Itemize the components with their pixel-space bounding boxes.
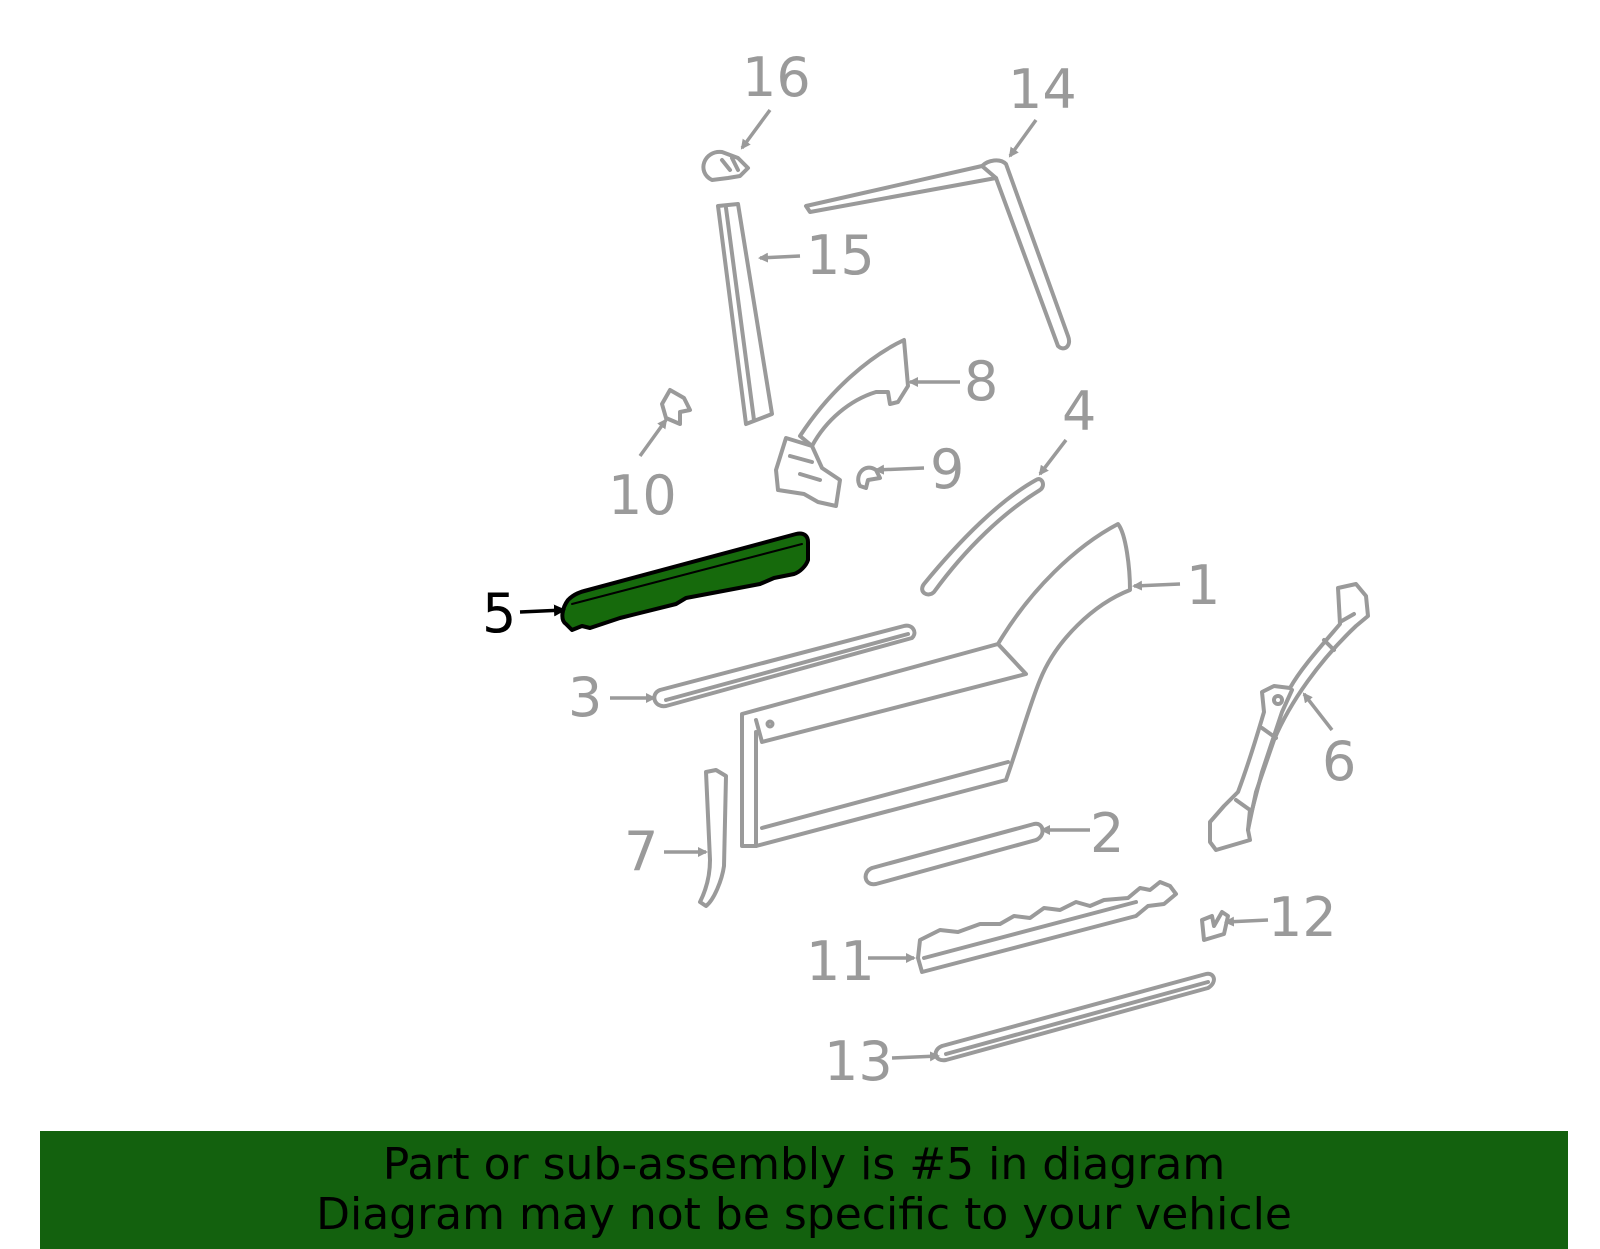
leader-12 [1224, 916, 1269, 927]
leader-6 [1302, 692, 1334, 732]
part-11-lower-trim[interactable] [916, 880, 1178, 974]
part-15-pillar-molding[interactable] [716, 202, 774, 426]
callout-7[interactable]: 7 [624, 820, 658, 883]
callout-5[interactable]: 5 [482, 582, 516, 645]
part-7-pillar-strip[interactable] [698, 768, 728, 908]
leader-4 [1038, 438, 1068, 476]
part-12-clip[interactable] [1200, 910, 1230, 942]
leader-15 [758, 252, 801, 263]
part-4-arch-molding[interactable] [920, 477, 1045, 597]
callout-15[interactable]: 15 [806, 224, 875, 287]
part-6-inner-panel[interactable] [1208, 582, 1370, 852]
callout-4[interactable]: 4 [1062, 380, 1096, 443]
banner-line-disclaimer: Diagram may not be specific to your vehi… [316, 1189, 1292, 1240]
leader-14 [1008, 118, 1038, 158]
part-8-arch-liner[interactable] [774, 338, 910, 508]
leader-9 [874, 464, 925, 475]
callout-6[interactable]: 6 [1322, 730, 1356, 793]
part-2-lower-molding[interactable] [863, 821, 1045, 887]
callout-1[interactable]: 1 [1186, 554, 1220, 617]
info-banner: Part or sub-assembly is #5 in diagram Di… [40, 1131, 1568, 1249]
part-1-quarter-panel[interactable] [740, 522, 1132, 848]
parts-diagram: 16 14 15 8 10 9 4 1 5 3 6 7 2 11 12 13 [482, 46, 1370, 1093]
part-16-clip[interactable] [701, 149, 750, 182]
callout-8[interactable]: 8 [964, 350, 998, 413]
callout-12[interactable]: 12 [1268, 886, 1337, 949]
part-14-frame-molding[interactable] [804, 158, 1071, 351]
callout-labels: 16 14 15 8 10 9 4 1 5 3 6 7 2 11 12 13 [482, 46, 1356, 1093]
callout-9[interactable]: 9 [930, 438, 964, 501]
banner-line-part-number: Part or sub-assembly is #5 in diagram [382, 1139, 1226, 1190]
callout-11[interactable]: 11 [806, 930, 875, 993]
leader-lines [519, 108, 1334, 1062]
callout-16[interactable]: 16 [742, 46, 811, 109]
part-13-sill-molding[interactable] [933, 971, 1216, 1063]
leader-16 [740, 108, 772, 150]
callout-2[interactable]: 2 [1090, 802, 1124, 865]
leader-10 [638, 418, 668, 458]
leader-5 [519, 604, 566, 617]
callout-3[interactable]: 3 [568, 666, 602, 729]
leader-1 [1132, 580, 1181, 591]
part-5-rocker-molding[interactable] [560, 531, 810, 632]
part-10-bracket[interactable] [660, 388, 692, 426]
callout-14[interactable]: 14 [1008, 58, 1077, 121]
leader-13 [891, 1051, 940, 1062]
callout-13[interactable]: 13 [824, 1030, 893, 1093]
callout-10[interactable]: 10 [608, 464, 677, 527]
